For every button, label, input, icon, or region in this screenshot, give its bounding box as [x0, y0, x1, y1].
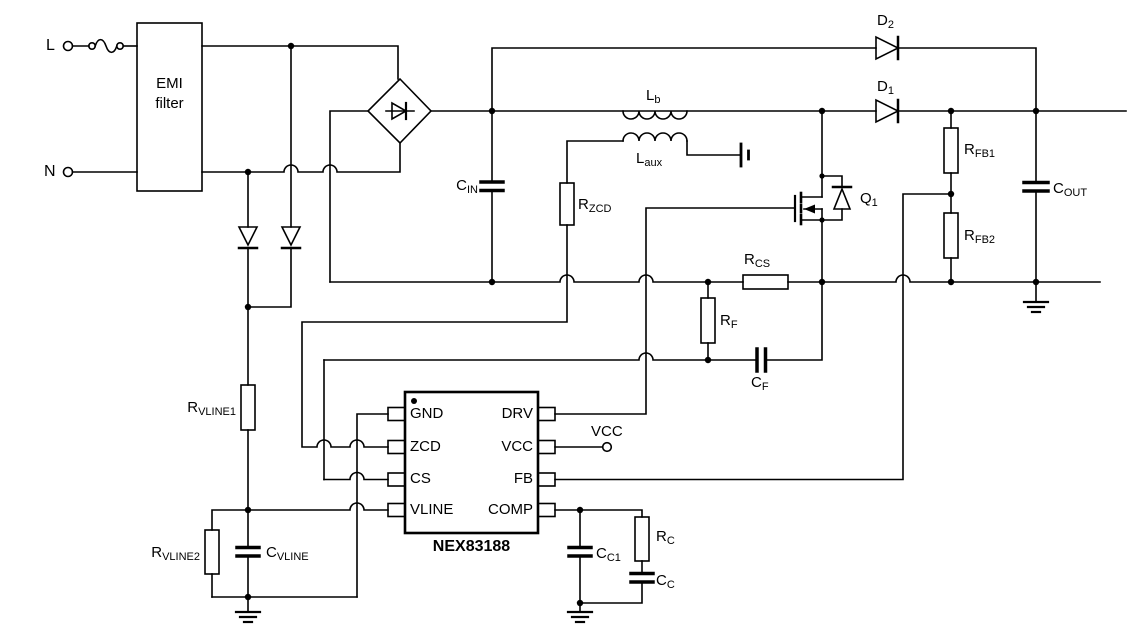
- label-cin: CIN: [456, 177, 478, 196]
- pin-label-comp: COMP: [488, 501, 533, 518]
- label-cvline: CVLINE: [266, 544, 309, 563]
- negative-rail: [329, 274, 1101, 290]
- label-cc: CC: [656, 572, 675, 591]
- label-lb: Lb: [646, 87, 661, 106]
- emi-filter-line1: EMI: [156, 75, 183, 92]
- pin-label-fb: FB: [513, 470, 533, 487]
- label-vcc-terminal: VCC: [591, 423, 623, 440]
- label-laux: Laux: [636, 150, 663, 169]
- comp-ground-icon: [566, 602, 594, 624]
- label-d2: D2: [877, 12, 894, 31]
- cout-capacitor-icon: [1022, 110, 1050, 314]
- rzcd-resistor-icon: [559, 182, 575, 226]
- pin-label-cs: CS: [410, 470, 431, 487]
- vline-net: [247, 502, 389, 511]
- rfb2-resistor-icon: [943, 212, 959, 259]
- label-line-terminal: L: [46, 37, 55, 54]
- boost-inductor-icon: [622, 110, 688, 120]
- label-rvline1: RVLINE1: [187, 399, 236, 418]
- fuse-icon: [88, 38, 125, 54]
- aux-return-symbol: [739, 142, 750, 168]
- rc-resistor-icon: [634, 516, 650, 562]
- label-q1: Q1: [860, 190, 878, 209]
- rvline1-resistor-icon: [240, 384, 256, 431]
- label-rcs: RCS: [744, 251, 771, 270]
- gnd-net: [356, 413, 389, 598]
- label-rzcd: RZCD: [578, 196, 612, 215]
- vline-divider: [204, 384, 358, 624]
- line-sense-diodes: [237, 45, 302, 386]
- emi-filter-line2: filter: [155, 95, 184, 112]
- label-neutral-terminal: N: [44, 163, 56, 180]
- pin-label-drv: DRV: [501, 405, 533, 422]
- label-cf: CF: [751, 374, 769, 393]
- emi-filter-label: EMI filter: [137, 74, 202, 114]
- mosfet-q1-icon: [793, 110, 853, 283]
- diode-d1: [875, 98, 900, 124]
- aux-winding-icon: [622, 132, 750, 168]
- label-rfb2: RFB2: [964, 227, 996, 246]
- comp-network: [554, 509, 655, 624]
- pin-label-gnd: GND: [410, 405, 444, 422]
- line-input-terminal: [62, 38, 138, 54]
- label-cout: COUT: [1053, 180, 1088, 199]
- neutral-wire: [201, 142, 401, 173]
- label-d1: D1: [877, 78, 894, 97]
- pin-label-zcd: ZCD: [410, 438, 441, 455]
- output-ground-icon: [1022, 281, 1050, 314]
- pin1-dot-icon: [411, 398, 417, 404]
- bridge-rectifier-icon: [329, 77, 433, 283]
- fb-net: [554, 193, 952, 481]
- zcd-net: [301, 224, 568, 448]
- emi-filter-box: [136, 22, 203, 192]
- cs-net: [323, 352, 757, 361]
- line-wire: [201, 45, 399, 80]
- vcc-terminal: [554, 441, 613, 453]
- ic-part-number: NEX83188: [432, 538, 511, 555]
- rf-resistor-icon: [700, 297, 716, 344]
- feedback-divider: [943, 110, 959, 283]
- vline-ground-icon: [234, 596, 262, 624]
- body-diode-icon: [821, 175, 853, 221]
- label-cc1: CC1: [596, 545, 621, 564]
- label-rvline2: RVLINE2: [151, 544, 200, 563]
- junction-dots: [244, 42, 1040, 607]
- diode-d2: [491, 35, 1037, 112]
- rvline2-resistor-icon: [204, 529, 220, 575]
- rzcd-resistor: [301, 140, 624, 448]
- rfb1-resistor-icon: [943, 127, 959, 174]
- label-rc: RC: [656, 528, 675, 547]
- pin-label-vcc: VCC: [501, 438, 533, 455]
- pin-label-vline: VLINE: [410, 501, 454, 518]
- drv-net: [554, 207, 796, 415]
- neutral-input-terminal: [62, 166, 138, 178]
- rf-cf-network: [323, 281, 823, 481]
- rcs-resistor-icon: [742, 274, 789, 290]
- cin-capacitor-icon: [479, 110, 505, 283]
- label-rf: RF: [720, 312, 738, 331]
- label-rfb1: RFB1: [964, 141, 996, 160]
- ic-package: [387, 390, 556, 535]
